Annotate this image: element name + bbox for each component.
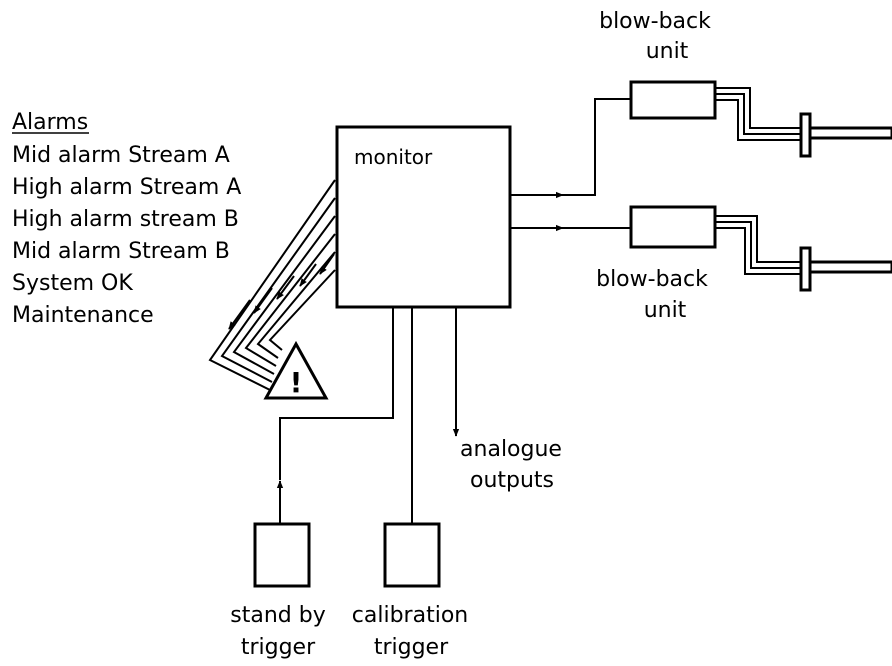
alarm-item-high-a: High alarm Stream A (12, 175, 241, 200)
calibration-trigger: calibration trigger (352, 307, 468, 660)
calibration-label-line1: calibration (352, 603, 468, 628)
alarm-item-mid-a: Mid alarm Stream A (12, 143, 230, 168)
blowback-top-label-line2: unit (646, 39, 689, 64)
blowback-top-pipe-1 (715, 87, 808, 129)
alarm-line-3 (232, 215, 336, 375)
standby-line (279, 307, 394, 480)
probe-tube-bottom (808, 260, 892, 274)
warning-triangle-icon: ! (263, 340, 329, 400)
blowback-connections (510, 98, 632, 232)
blowback-top-pipe-3 (715, 99, 808, 141)
blowback-bottom-label-line1: blow-back (596, 267, 708, 292)
probe-tube-top (808, 126, 892, 140)
blowback-unit-top: blow-back unit (599, 9, 892, 158)
alarm-arrow-5 (319, 253, 335, 275)
alarm-line-6 (268, 269, 336, 351)
monitor-to-blowback-top-line (563, 98, 632, 196)
alarm-line-4 (244, 233, 336, 367)
blowback-bottom-pipe-3 (715, 227, 808, 275)
alarm-line-2 (220, 197, 336, 383)
alarm-arrow-4 (299, 263, 317, 287)
blowback-top-pipe-2 (715, 93, 808, 135)
alarm-signal-lines (208, 179, 336, 391)
monitor-box: monitor (335, 125, 512, 309)
blowback-bottom-label-line2: unit (644, 298, 687, 323)
blowback-top-label-line1: blow-back (599, 9, 711, 34)
alarm-item-system-ok: System OK (12, 271, 133, 296)
alarm-item-high-b: High alarm stream B (12, 207, 239, 232)
alarm-arrow-3 (276, 275, 295, 300)
blowback-bottom-pipe-2 (715, 221, 808, 269)
alarm-line-5 (256, 251, 336, 359)
blowback-bottom-pipe-1 (715, 215, 808, 263)
calibration-box (383, 522, 441, 588)
standby-label-line2: trigger (241, 635, 316, 660)
standby-trigger: stand by trigger (230, 307, 394, 660)
standby-box (253, 522, 311, 588)
alarm-arrow-1 (228, 299, 251, 330)
monitor-label: monitor (354, 145, 433, 169)
alarm-arrow-2 (253, 287, 273, 314)
warning-symbol: ! (290, 366, 303, 399)
alarms-list: Alarms Mid alarm Stream A High alarm Str… (12, 110, 241, 328)
blowback-unit-bottom: blow-back unit (596, 205, 892, 323)
analogue-label-line2: outputs (470, 468, 554, 493)
calibration-label-line2: trigger (374, 635, 449, 660)
alarm-item-mid-b: Mid alarm Stream B (12, 239, 230, 264)
alarm-line-1 (208, 179, 336, 391)
analogue-label-line1: analogue (460, 437, 562, 462)
analogue-outputs: analogue outputs (452, 307, 562, 493)
alarm-item-maintenance: Maintenance (12, 303, 154, 328)
alarms-heading: Alarms (12, 110, 88, 135)
standby-label-line1: stand by (230, 603, 325, 628)
